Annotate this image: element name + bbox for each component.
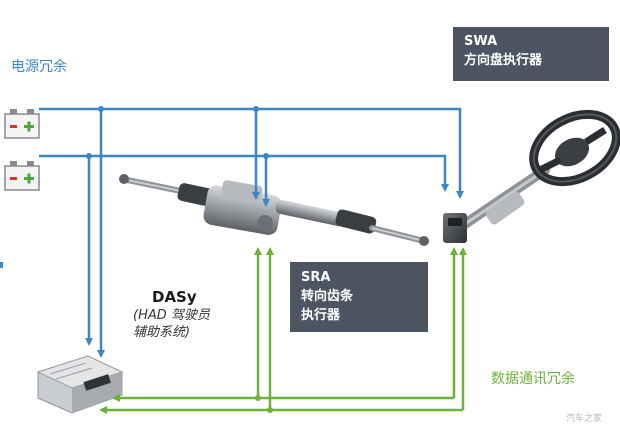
edge-marker	[0, 262, 3, 268]
power-line-junctions	[86, 106, 269, 159]
swa-label-box: SWA 方向盘执行器	[453, 27, 609, 81]
ecu-module-image	[36, 355, 124, 414]
swa-subtitle: 方向盘执行器	[464, 53, 543, 68]
communication-line-junctions	[255, 395, 273, 413]
sra-label-box: SRA 转向齿条 执行器	[290, 262, 428, 332]
dasy-description: (HAD 驾驶员 辅助系统)	[133, 307, 210, 341]
battery-icon-top	[4, 109, 40, 139]
dasy-description-line1: (HAD 驾驶员	[133, 308, 210, 323]
sra-subtitle-line2: 执行器	[301, 308, 341, 323]
swa-title: SWA	[464, 34, 498, 49]
dasy-description-line2: 辅助系统)	[133, 325, 191, 340]
comm-redundancy-label: 数据通讯冗余	[491, 371, 575, 387]
steering-wheel-column-image	[443, 109, 620, 243]
dasy-title: DASy	[152, 288, 197, 306]
sra-title: SRA	[301, 270, 331, 285]
steering-rack-image	[119, 174, 429, 246]
sra-subtitle-line1: 转向齿条	[301, 289, 354, 304]
battery-icon-bottom	[4, 161, 40, 191]
power-redundancy-label: 电源冗余	[11, 59, 67, 75]
communication-lines	[99, 247, 467, 414]
power-lines	[39, 107, 464, 358]
watermark: 汽车之家	[566, 414, 603, 424]
